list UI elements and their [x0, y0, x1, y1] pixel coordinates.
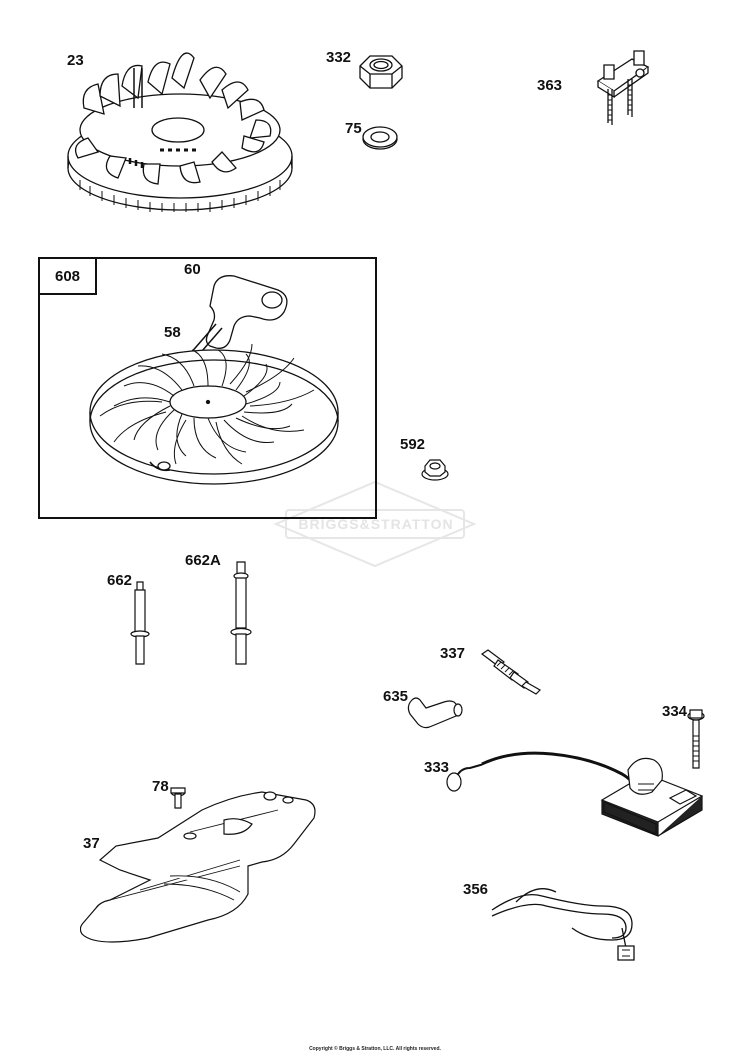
rewind-starter-illustration	[86, 262, 346, 502]
part-label-662: 662	[107, 572, 133, 589]
flange-nut-illustration	[420, 456, 450, 482]
plug-boot-illustration	[404, 694, 466, 734]
part-label-662A: 662A	[185, 552, 221, 569]
part-label-78: 78	[152, 778, 169, 795]
part-label-58: 58	[164, 324, 181, 341]
part-label-75: 75	[345, 120, 362, 137]
kit-608-group: 608	[38, 257, 377, 519]
part-label-337: 337	[440, 645, 466, 662]
flywheel-illustration	[60, 38, 300, 218]
small-screw-illustration	[168, 784, 188, 810]
shield-illustration	[80, 780, 330, 944]
part-label-23: 23	[67, 52, 84, 69]
watermark-text: BRIGGS&STRATTON	[298, 516, 454, 532]
part-label-356: 356	[463, 881, 489, 898]
washer-illustration	[360, 124, 400, 152]
part-label-332: 332	[326, 49, 352, 66]
spark-plug-illustration	[474, 644, 550, 696]
kit-label-608: 608	[40, 259, 97, 295]
hex-nut-illustration	[354, 48, 406, 96]
copyright-footer: Copyright © Briggs & Stratton, LLC. All …	[309, 1046, 441, 1052]
part-label-363: 363	[537, 77, 563, 94]
armature-illustration	[442, 740, 716, 840]
wire-harness-illustration	[486, 872, 666, 964]
part-label-592: 592	[400, 436, 426, 453]
part-label-334: 334	[662, 703, 688, 720]
part-label-60: 60	[184, 261, 201, 278]
part-label-37: 37	[83, 835, 100, 852]
stop-switch-illustration	[588, 45, 658, 125]
screw-illustration	[686, 706, 706, 772]
part-label-635: 635	[383, 688, 409, 705]
part-label-333: 333	[424, 759, 450, 776]
stud-illustration	[128, 580, 152, 666]
stud-long-illustration	[228, 560, 254, 666]
